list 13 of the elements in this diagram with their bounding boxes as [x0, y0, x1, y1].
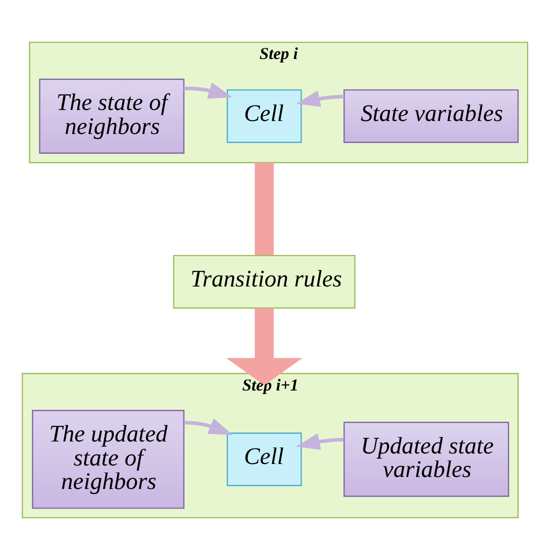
arrow: [296, 432, 344, 450]
node-box: Cell: [226, 432, 302, 486]
node-box: Transition rules: [173, 254, 356, 308]
connector: [254, 162, 274, 255]
arrow: [184, 418, 233, 435]
node-box: The state of neighbors: [39, 78, 184, 154]
node-box: State variables: [344, 88, 519, 142]
node-box: Cell: [226, 88, 302, 142]
node-box: Updated state variables: [344, 421, 510, 496]
node-box: The updated state of neighbors: [32, 409, 184, 508]
arrow: [226, 308, 302, 385]
arrow: [296, 90, 344, 106]
arrow: [184, 82, 232, 98]
